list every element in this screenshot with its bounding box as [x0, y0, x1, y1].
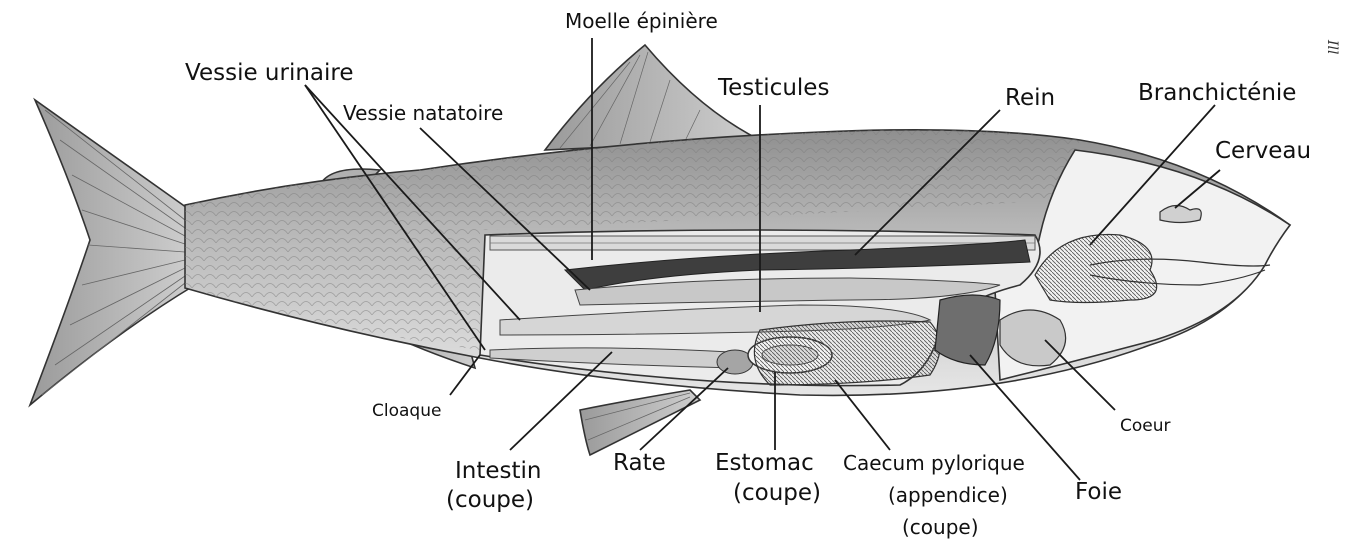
caudal-fin — [30, 100, 195, 405]
label-rate: Rate — [613, 450, 666, 476]
label-vessie-natatoire: Vessie natatoire — [343, 101, 503, 125]
label-cloaque: Cloaque — [372, 401, 441, 421]
label-moelle-epiniere: Moelle épinière — [565, 9, 718, 33]
label-estomac: Estomac — [715, 450, 814, 476]
label-caecum-appendice: (appendice) — [888, 483, 1008, 507]
label-testicules: Testicules — [717, 75, 829, 101]
pelvic-fin — [580, 390, 700, 455]
label-branchictenie: Branchicténie — [1138, 80, 1296, 106]
liver-shape — [935, 295, 1000, 365]
label-intestin-coupe: (coupe) — [446, 487, 534, 513]
label-rein: Rein — [1005, 85, 1055, 111]
label-estomac-coupe: (coupe) — [733, 480, 821, 506]
label-intestin: Intestin — [455, 458, 542, 484]
label-cerveau: Cerveau — [1215, 138, 1311, 164]
label-foie: Foie — [1075, 479, 1122, 505]
label-coeur: Coeur — [1120, 416, 1171, 436]
label-vessie-urinaire: Vessie urinaire — [185, 60, 354, 86]
pyloric-caeca-shape — [754, 321, 940, 385]
artist-signature: Ill — [1324, 39, 1340, 55]
label-caecum-coupe: (coupe) — [902, 515, 979, 539]
label-caecum-pylorique: Caecum pylorique — [843, 451, 1025, 475]
